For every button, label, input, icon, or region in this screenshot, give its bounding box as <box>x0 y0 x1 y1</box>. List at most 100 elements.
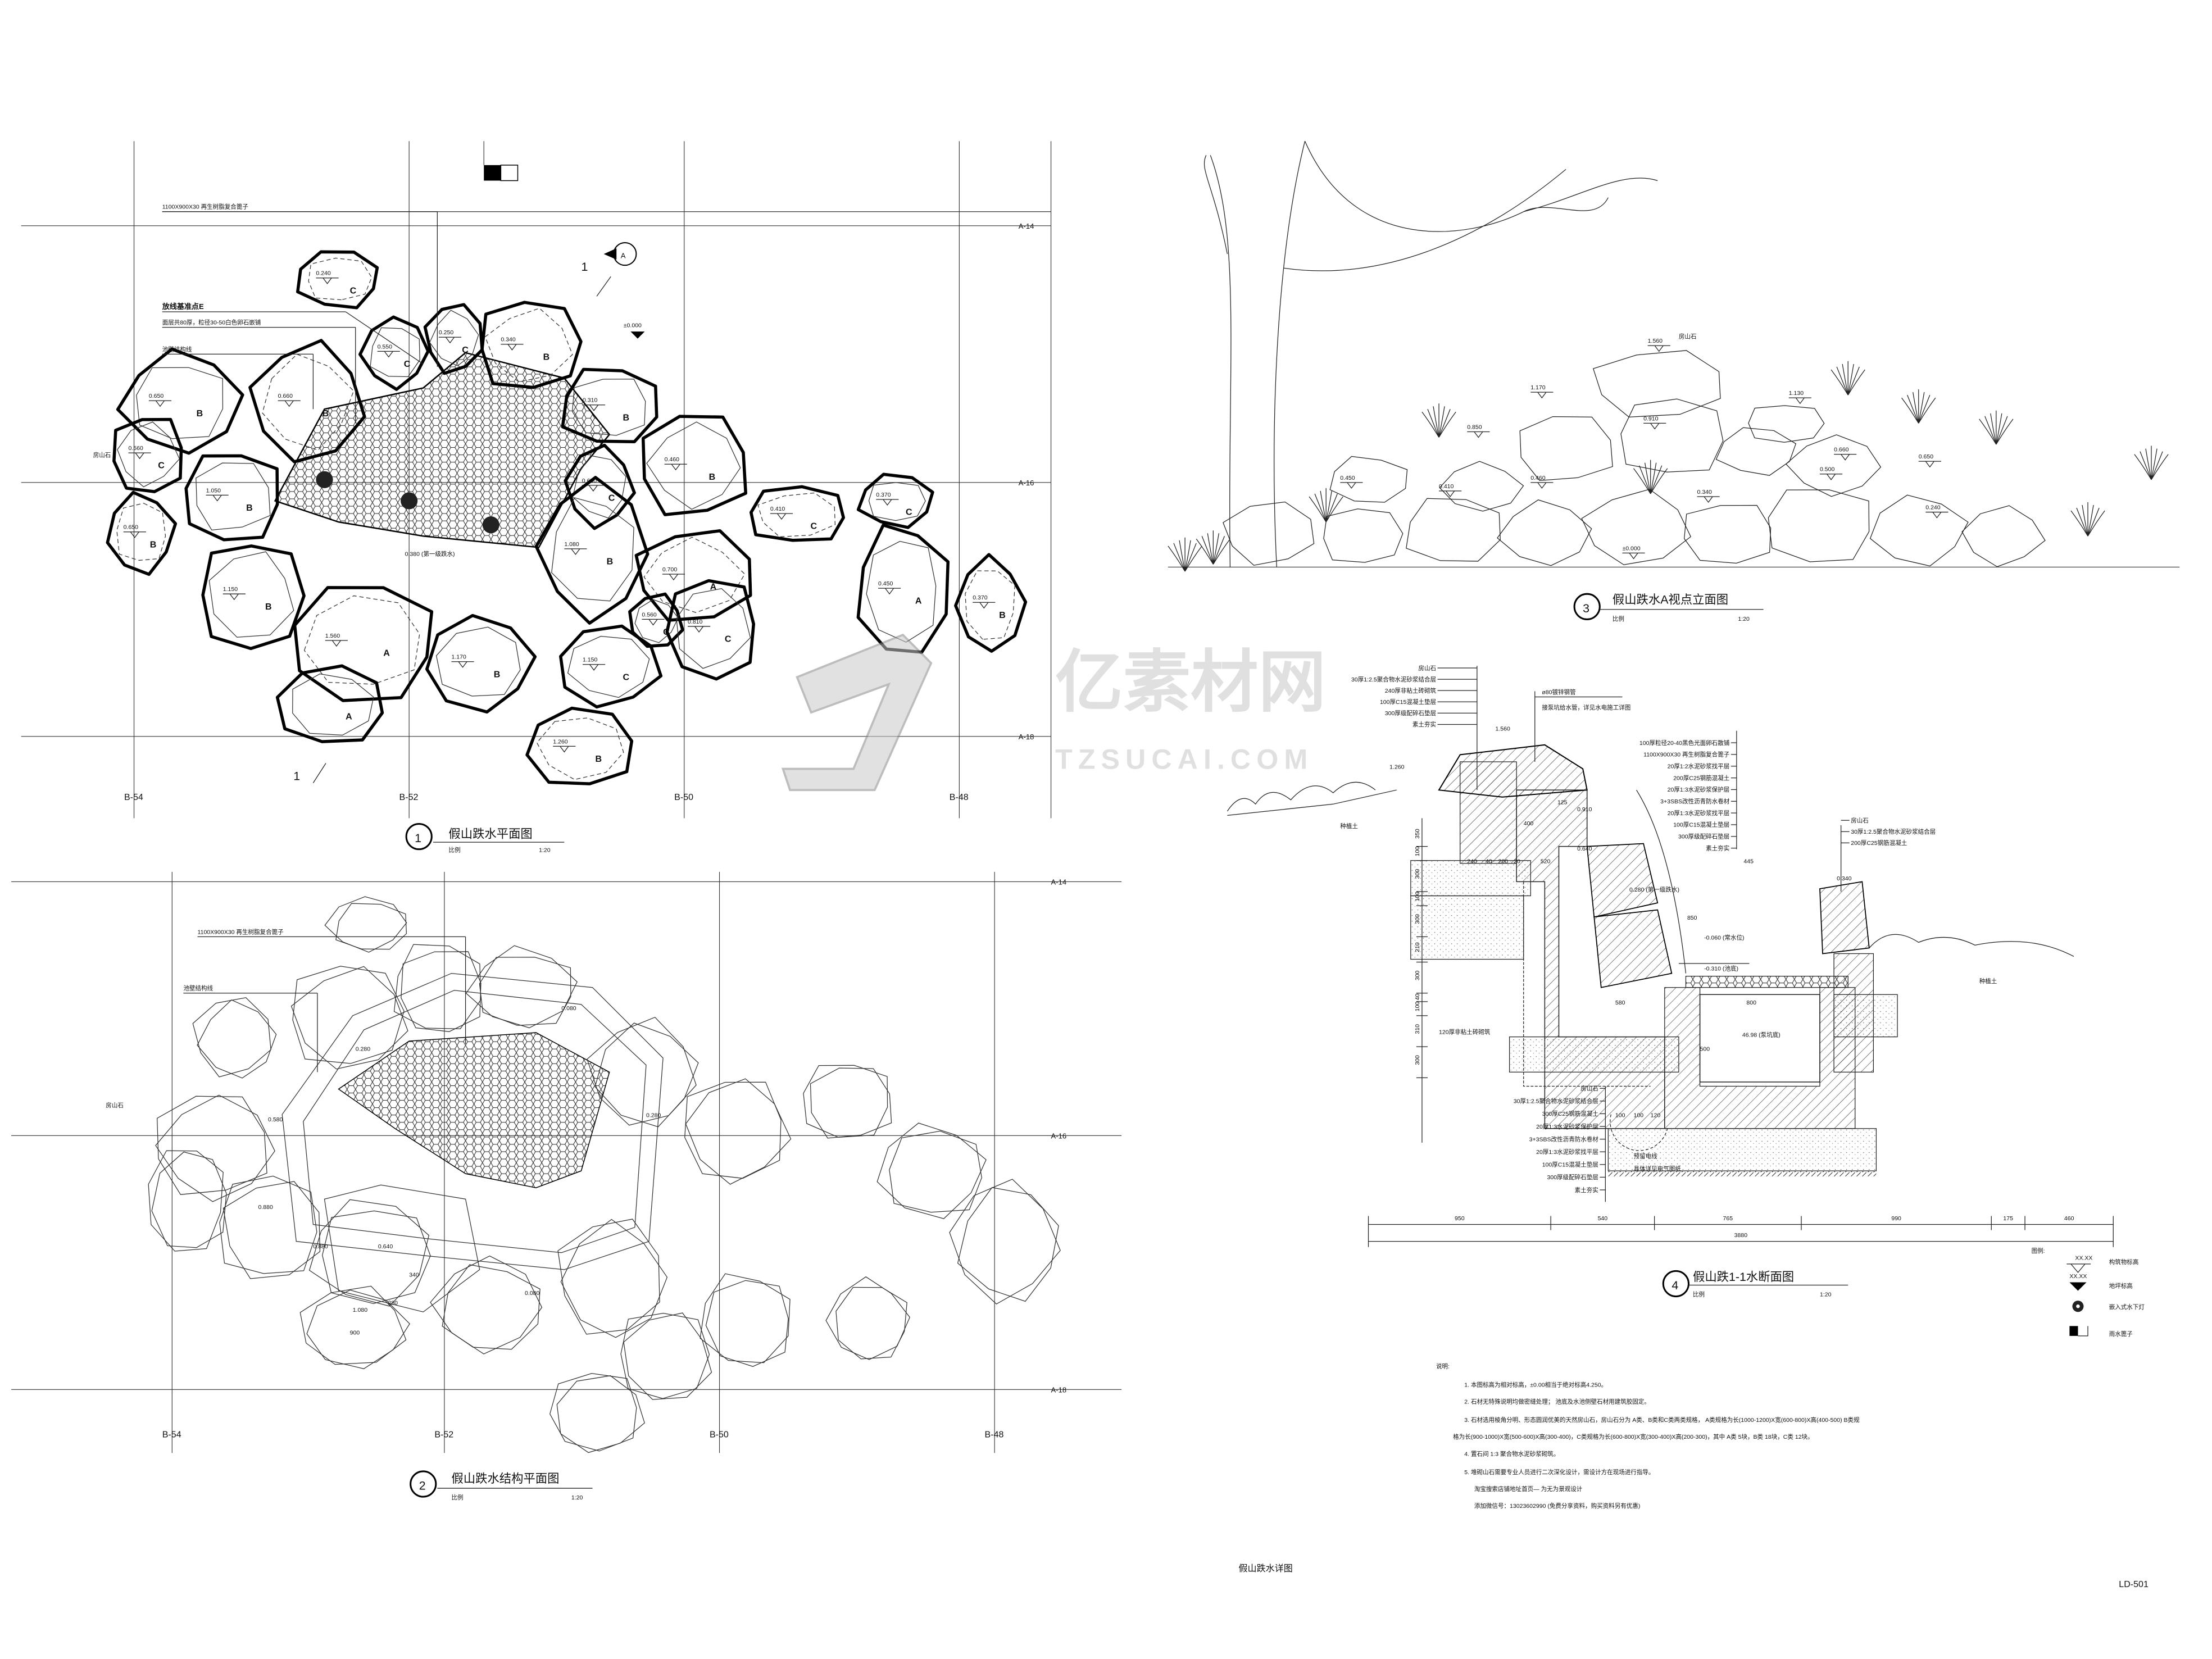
ground-level-icon <box>2069 1282 2087 1291</box>
level-label: 0.500 <box>1820 466 1834 473</box>
level-label: 0.410 <box>1439 483 1454 490</box>
wire-note: 预留电线 <box>1634 1153 1658 1160</box>
rock-outline <box>876 1122 987 1219</box>
level-label: 1.560 <box>1495 726 1510 733</box>
plan1-leaders: 1100X900X30 再生树脂复合篦子 放线基准点E 面层共80厚，粒径30-… <box>93 203 645 783</box>
axis-label: B-54 <box>124 792 143 802</box>
notes-heading: 说明: <box>1436 1363 1450 1370</box>
wall-note: 池壁结构线 <box>162 346 192 353</box>
level-label: 0.450 <box>878 580 893 587</box>
rock-type: A <box>710 582 717 592</box>
underwater-light-icon <box>401 492 418 510</box>
dim-label: 300 <box>1414 914 1421 924</box>
note-line: 淘宝搜索店铺地址首页— 为无为景观设计 <box>1474 1485 1583 1493</box>
soil-label: 种植土 <box>1340 822 1358 830</box>
note-line: 1. 本图标高为相对标高，±0.00相当于绝对标高4.250。 <box>1464 1381 1607 1388</box>
watermark-cn: 亿素材网 <box>1055 644 1326 720</box>
axis-label: B-54 <box>162 1430 181 1440</box>
note-line: 5. 堆砌山石需要专业人员进行二次深化设计，需设计方在现场进行指导。 <box>1464 1469 1654 1476</box>
rock-outline <box>292 966 405 1064</box>
layer-label: 20厚1:3水泥砂浆找平层 <box>1536 1148 1598 1156</box>
legend-label: 嵌入式水下灯 <box>2109 1303 2145 1311</box>
title-number: 4 <box>1672 1279 1678 1292</box>
layer-label: 20厚1:3水泥砂浆保护层 <box>1536 1123 1598 1130</box>
rock-type: B <box>197 408 203 419</box>
level-label: 1.560 <box>325 633 340 639</box>
dim-label: 540 <box>1598 1215 1608 1222</box>
rock-outline <box>157 1096 267 1195</box>
scale-value: 1:20 <box>571 1494 583 1501</box>
title-text: 假山跌1-1水断面图 <box>1693 1270 1794 1284</box>
rock-type: B <box>246 503 253 513</box>
layer-label: 100厚C15混凝土垫层 <box>1673 821 1729 829</box>
rock-outline <box>1620 398 1724 472</box>
rock: A <box>275 664 384 743</box>
grass-plant <box>1309 488 1343 522</box>
stone-note: 房山石 <box>93 452 111 459</box>
level-label: 0.910 <box>1577 806 1592 813</box>
pebble-pool-structure <box>338 1032 610 1189</box>
dim-label: 300 <box>1414 1055 1421 1065</box>
rock-outline <box>1785 434 1882 497</box>
dim-label: 300 <box>1414 970 1421 980</box>
dim-label: 100 <box>1414 892 1421 902</box>
dim-label: 990 <box>1891 1215 1901 1222</box>
dim-label: 100 <box>1414 846 1421 856</box>
dim-label: 350 <box>1414 829 1421 839</box>
level-label: 0.370 <box>973 594 987 601</box>
layer-label: 素土夯实 <box>1412 721 1436 728</box>
rock-outline <box>1323 508 1403 563</box>
rock-outline <box>684 1081 782 1179</box>
rock-outline <box>1869 494 1969 567</box>
rock-type: C <box>906 507 912 517</box>
plan-2: A-14 A-16 A-18 B-54 B-52 B-50 B-48 1100X… <box>11 871 1122 1501</box>
plan1-title: 1 假山跌水平面图 比例 1:20 <box>405 822 565 854</box>
level-label: 0.650 <box>149 393 163 399</box>
rock-outline <box>1439 461 1524 512</box>
rock-type: C <box>810 521 817 531</box>
layer-label: 300厚C25钢筋混凝土 <box>1542 1110 1598 1117</box>
dim-label: 100 <box>1634 1112 1644 1119</box>
layer-label: 素土夯实 <box>1575 1187 1598 1194</box>
note-line: 格为长(900-1000)X宽(500-600)X高(300-400)，C类规格… <box>1453 1433 1813 1440</box>
rock-type: B <box>543 352 550 362</box>
dim-label: 100 <box>1615 1112 1625 1119</box>
level-label: 0.640 <box>1577 846 1592 852</box>
scale-label: 比例 <box>1613 615 1624 622</box>
stone-note: 房山石 <box>106 1102 124 1109</box>
rock-type: B <box>623 412 630 422</box>
level-label: 0.340 <box>1837 875 1851 882</box>
view-mark-label: A <box>621 252 626 260</box>
grate-note: 1100X900X30 再生树脂复合篦子 <box>198 928 284 935</box>
rock-type: B <box>150 539 157 549</box>
rock-outline <box>465 945 578 1029</box>
layer-label: 20厚1:3水泥砂浆保护层 <box>1668 786 1730 793</box>
rock-outline <box>1519 416 1613 481</box>
level-label: 0.310 <box>583 397 597 404</box>
dim-label: 300 <box>1414 869 1421 879</box>
rock-outline <box>949 1179 1061 1305</box>
dim-label: 400 <box>1524 820 1534 827</box>
axis-label: B-48 <box>950 792 969 802</box>
underwater-light-icon <box>316 471 333 488</box>
rock-type: C <box>725 634 732 644</box>
rock-outline <box>1329 456 1408 503</box>
title-text: 假山跌水平面图 <box>448 828 532 841</box>
level-label: 0.810 <box>688 619 702 625</box>
general-notes: 说明: 1. 本图标高为相对标高，±0.00相当于绝对标高4.250。2. 石材… <box>1436 1363 1860 1510</box>
section-left-layer-list: 房山石30厚1:2.5聚合物水泥砂浆结合层240厚非粘土砖砌筑100厚C15混凝… <box>1351 665 1477 728</box>
layer-label: 20厚1:3水泥砂浆找平层 <box>1668 810 1730 817</box>
rock-type: B <box>323 408 329 419</box>
level-label: 0.340 <box>501 337 515 343</box>
rock-outline <box>192 997 271 1078</box>
surface-note: 面层共80厚，粒径30-50白色卵石嵌铺 <box>162 319 261 326</box>
level-label: ±0.000 <box>1622 545 1640 552</box>
